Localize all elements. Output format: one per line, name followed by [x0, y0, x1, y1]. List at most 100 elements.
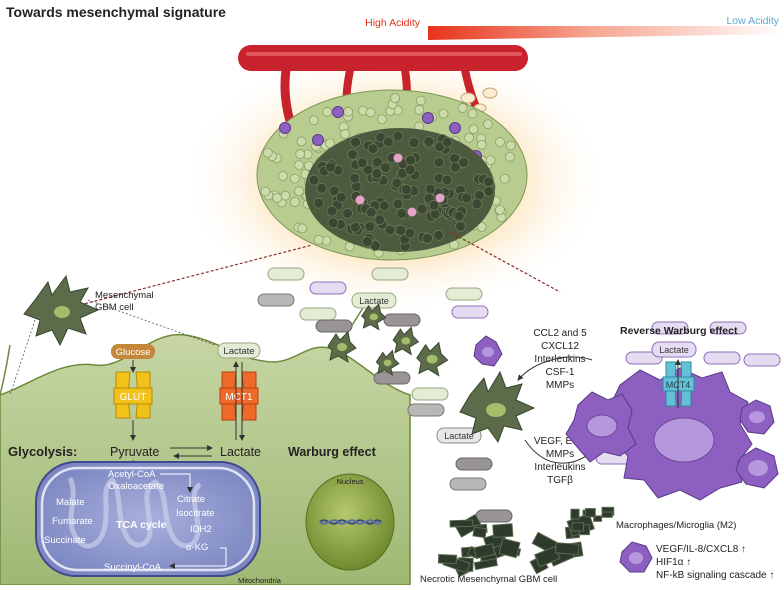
necrotic-core-cell [364, 221, 376, 232]
malate-label: Malate [56, 497, 85, 508]
necrotic-core-cell [416, 203, 428, 215]
lactate-pill [299, 307, 337, 321]
page-title: Towards mesenchymal signature [6, 4, 226, 20]
lactate-pill [625, 351, 663, 365]
tumor-cell [294, 160, 304, 170]
tca-cycle-label: TCA cycle [116, 519, 167, 531]
necrotic-core-cell [404, 227, 416, 239]
necrotic-core-cell [441, 174, 453, 186]
necrotic-core-cell [362, 236, 373, 247]
necrotic-core-cell [347, 149, 358, 160]
necrotic-core-cell [367, 143, 379, 155]
macrophages-label: Macrophages/Microglia (M2) [616, 520, 736, 531]
necrotic-core-cell [450, 161, 461, 173]
necrotic-core-cell [392, 130, 404, 142]
lactate-pill [651, 321, 689, 335]
necrotic-core-cell [395, 224, 407, 236]
necrotic-core-cell [350, 136, 361, 148]
necrotic-core-cell [401, 184, 412, 195]
small-gbm-nucleus [426, 354, 438, 364]
necrotic-fragment [554, 542, 580, 556]
tumor-cell [313, 235, 324, 245]
necrotic-core-cell [433, 230, 445, 241]
necrotic-core-cell [328, 185, 340, 197]
tumor-cell [377, 114, 387, 125]
necrotic-core-cell [325, 161, 336, 173]
lactate-pill [411, 387, 449, 401]
tumor-cell [495, 137, 505, 147]
lactate-pills [257, 267, 781, 523]
factor-out-0: CCL2 and 5 [533, 328, 587, 339]
factor-out-3: CSF-1 [546, 367, 575, 378]
tumor-cell [414, 104, 425, 115]
necrotic-fragment [472, 526, 488, 539]
warburg-label: Warburg effect [288, 445, 377, 459]
nucleus [305, 473, 395, 571]
glucose-label: Glucose [116, 347, 151, 358]
succinate-label: Succinate [44, 535, 86, 546]
necrotic-core-cell [362, 164, 374, 176]
necrotic-core-cell [342, 208, 353, 219]
tumor-cell [504, 151, 515, 162]
necrotic-core-cell [308, 174, 320, 186]
zoom-line-right [449, 231, 561, 293]
lactate-pill-mct4 [651, 341, 697, 358]
necrotic-core-cell [455, 221, 466, 232]
necrotic-core-cell [379, 200, 390, 212]
macrophage-signal-icon [619, 541, 653, 573]
factors-in-list: VEGF, EGF MMPs Interleukins TGFβ [534, 436, 586, 486]
lactate-pill-center [351, 292, 397, 309]
tumor-cell [415, 95, 426, 106]
tumor-cell [495, 205, 505, 215]
lactate-pill [383, 313, 421, 327]
tumor-cell [365, 107, 376, 118]
necrotic-core-cell [336, 192, 347, 203]
necrotic-core-cell [380, 162, 391, 173]
tumor-cell [505, 140, 516, 151]
lactate-pill-mct4-label: Lactate [659, 345, 689, 355]
small-gbm-nucleus [337, 343, 347, 351]
lactate-pill-left [436, 427, 482, 444]
idh2-label: IDH2 [190, 524, 212, 535]
akg-to-succinyl-arrow [169, 547, 227, 569]
fumarate-label: Fumarate [52, 516, 93, 527]
necrotic-core-cell [382, 136, 394, 148]
necrotic-fragment [498, 537, 521, 559]
necrotic-core-cell [349, 172, 361, 184]
small-gbm-cells [327, 303, 449, 377]
tumor-macrophage [422, 112, 434, 124]
oxaloacetate-label: Oxaloacetate [108, 481, 164, 492]
lactate-pill-center-label: Lactate [359, 296, 389, 306]
necrotic-core-cell [326, 205, 338, 217]
necrotic-core-cell [408, 137, 420, 148]
tumor-cell [272, 193, 283, 203]
macrophage-medium [565, 391, 637, 463]
necrotic-core-cell [371, 168, 383, 179]
glut-transporter [113, 371, 153, 419]
necrotic-core-cell [391, 177, 403, 189]
mitochondrion [35, 461, 261, 577]
necrotic-core-cell [441, 136, 453, 148]
tumor-cell [476, 139, 487, 150]
tumor-cell [390, 93, 400, 103]
necrotic-fragment [449, 519, 474, 528]
factor-out-1: CXCL12 [541, 341, 579, 352]
necrotic-core-cell [483, 185, 495, 197]
tumor-cell [499, 173, 510, 184]
mesenchymal-gbm-cell-icon [23, 274, 100, 347]
lactate-label-mct1: Lactate [223, 346, 254, 357]
macrophage-small-3 [735, 447, 779, 489]
lactate-product-label: Lactate [220, 445, 261, 459]
tumor-cell [290, 197, 300, 207]
cell-zoom-line-a [9, 319, 36, 396]
mesenchymal-label-2: GBM cell [95, 302, 134, 313]
macrophage-large [611, 367, 753, 501]
necrotic-core-cell [453, 210, 465, 222]
high-acidity-label: High Acidity [365, 17, 421, 29]
necrotic-core-cell [384, 224, 396, 236]
necrotic-core-cell [372, 156, 383, 168]
necrotic-core-cell [449, 152, 460, 164]
lactate-pill-mct1 [217, 342, 261, 359]
citrate-label: Citrate [177, 494, 205, 505]
